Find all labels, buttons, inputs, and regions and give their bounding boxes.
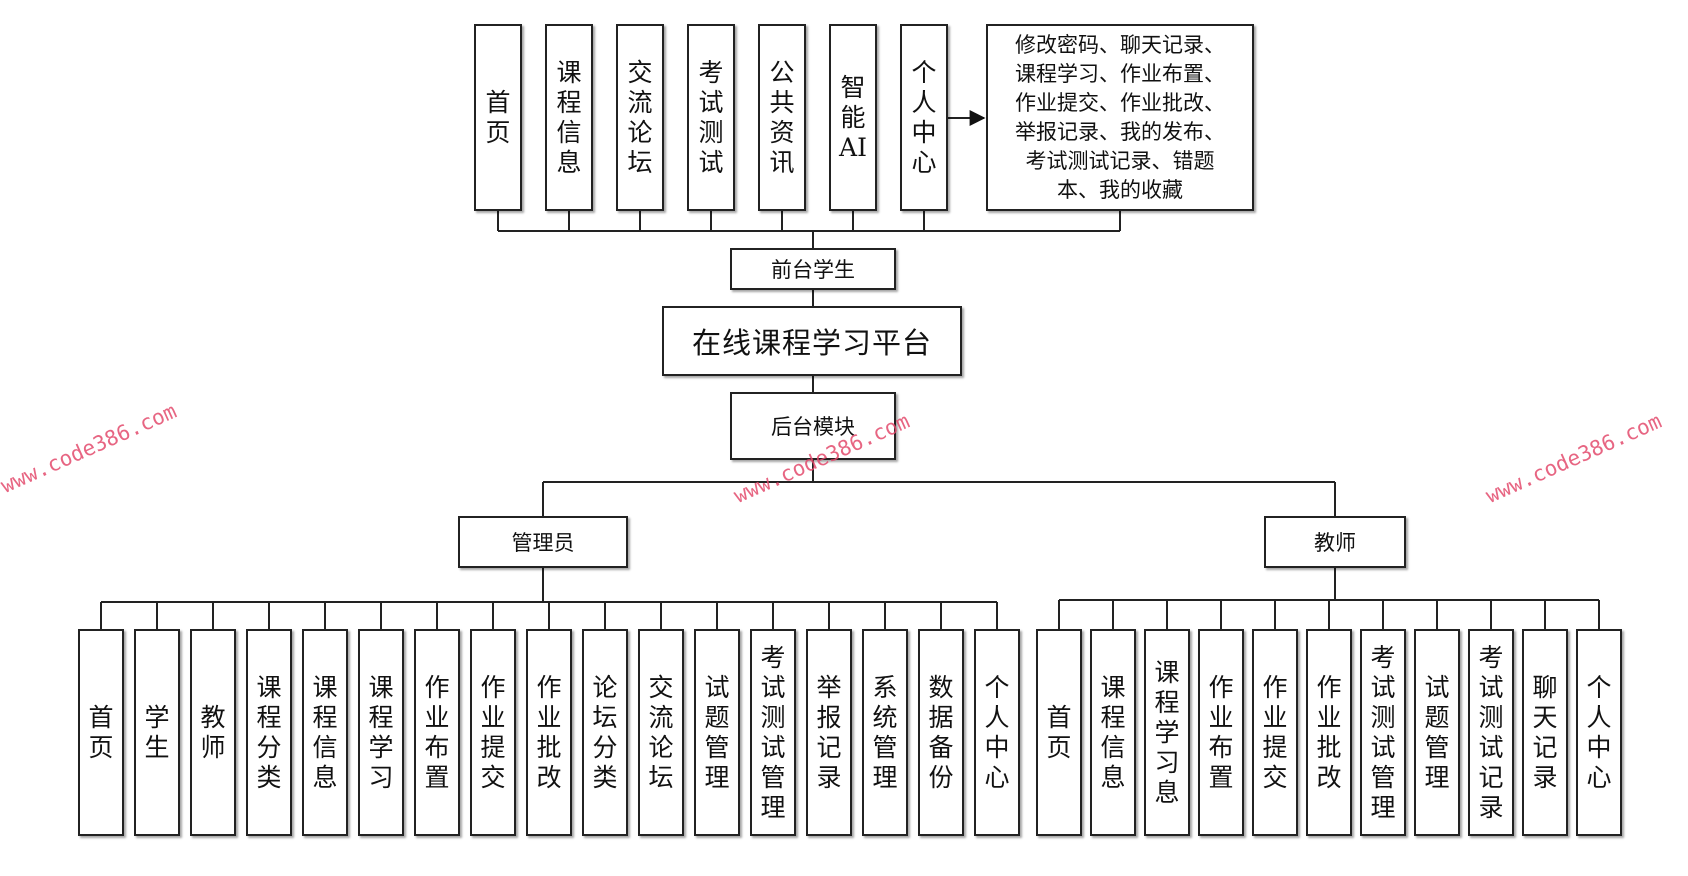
teacher-item-label: 作业布置 bbox=[1208, 672, 1234, 792]
teacher-item-course-study: 课程学习息 bbox=[1144, 629, 1190, 836]
admin-item-label: 论坛分类 bbox=[592, 672, 618, 792]
front-item-label: 个人中心 bbox=[911, 57, 937, 177]
teacher-item-label: 试题管理 bbox=[1424, 672, 1450, 792]
front-item-forum: 交流论坛 bbox=[616, 24, 664, 211]
personal-center-note: 修改密码、聊天记录、 课程学习、作业布置、 作业提交、作业批改、 举报记录、我的… bbox=[986, 24, 1254, 211]
admin-item-label: 举报记录 bbox=[816, 672, 842, 792]
admin-item-homework-grade: 作业批改 bbox=[526, 629, 572, 836]
front-item-personal: 个人中心 bbox=[900, 24, 948, 211]
admin-item-teachers: 教师 bbox=[190, 629, 236, 836]
admin-item-question-mgmt: 试题管理 bbox=[694, 629, 740, 836]
front-item-ai: 智能AI bbox=[829, 24, 877, 211]
admin-item-label: 教师 bbox=[200, 702, 226, 762]
front-item-news: 公共资讯 bbox=[758, 24, 806, 211]
teacher-item-label: 课程信息 bbox=[1100, 672, 1126, 792]
admin-item-label: 作业提交 bbox=[480, 672, 506, 792]
backend-module-box: 后台模块 bbox=[730, 392, 896, 460]
admin-item-label: 试题管理 bbox=[704, 672, 730, 792]
teacher-item-label: 个人中心 bbox=[1586, 672, 1612, 792]
admin-item-label: 作业布置 bbox=[424, 672, 450, 792]
teacher-item-label: 首页 bbox=[1046, 702, 1072, 762]
backend-module-label: 后台模块 bbox=[771, 415, 855, 439]
admin-item-course-study: 课程学习 bbox=[358, 629, 404, 836]
admin-item-label: 学生 bbox=[144, 702, 170, 762]
admin-item-label: 课程信息 bbox=[312, 672, 338, 792]
admin-box: 管理员 bbox=[458, 516, 628, 568]
teacher-item-chat-records: 聊天记录 bbox=[1522, 629, 1568, 836]
teacher-box: 教师 bbox=[1264, 516, 1406, 568]
teacher-item-homework-assign: 作业布置 bbox=[1198, 629, 1244, 836]
teacher-item-label: 作业提交 bbox=[1262, 672, 1288, 792]
front-item-home: 首页 bbox=[474, 24, 522, 211]
admin-item-label: 考试测试管理 bbox=[760, 642, 786, 822]
front-item-label: 公共资讯 bbox=[769, 57, 795, 177]
admin-item-course-category: 课程分类 bbox=[246, 629, 292, 836]
teacher-item-personal: 个人中心 bbox=[1576, 629, 1622, 836]
admin-item-course-info: 课程信息 bbox=[302, 629, 348, 836]
front-item-label: 首页 bbox=[485, 87, 511, 147]
personal-center-note-text: 修改密码、聊天记录、 课程学习、作业布置、 作业提交、作业批改、 举报记录、我的… bbox=[1015, 32, 1225, 202]
admin-item-forum: 交流论坛 bbox=[638, 629, 684, 836]
front-item-course-info: 课程信息 bbox=[545, 24, 593, 211]
admin-item-students: 学生 bbox=[134, 629, 180, 836]
admin-item-data-backup: 数据备份 bbox=[918, 629, 964, 836]
admin-item-label: 交流论坛 bbox=[648, 672, 674, 792]
admin-item-label: 课程学习 bbox=[368, 672, 394, 792]
teacher-item-home: 首页 bbox=[1036, 629, 1082, 836]
teacher-item-course-info: 课程信息 bbox=[1090, 629, 1136, 836]
teacher-item-homework-submit: 作业提交 bbox=[1252, 629, 1298, 836]
admin-label: 管理员 bbox=[511, 531, 575, 555]
teacher-item-exam-mgmt: 考试测试管理 bbox=[1360, 629, 1406, 836]
platform-title: 在线课程学习平台 bbox=[691, 326, 932, 360]
admin-item-forum-category: 论坛分类 bbox=[582, 629, 628, 836]
front-student-box: 前台学生 bbox=[730, 248, 896, 290]
front-item-label: 课程信息 bbox=[556, 57, 582, 177]
platform-title-box: 在线课程学习平台 bbox=[662, 306, 962, 376]
admin-item-report-records: 举报记录 bbox=[806, 629, 852, 836]
admin-item-label: 首页 bbox=[88, 702, 114, 762]
teacher-item-label: 考试测试管理 bbox=[1370, 642, 1396, 822]
front-item-exam: 考试测试 bbox=[687, 24, 735, 211]
front-item-label: 考试测试 bbox=[698, 57, 724, 177]
teacher-label: 教师 bbox=[1314, 531, 1356, 555]
admin-item-system-mgmt: 系统管理 bbox=[862, 629, 908, 836]
admin-item-label: 课程分类 bbox=[256, 672, 282, 792]
admin-item-homework-submit: 作业提交 bbox=[470, 629, 516, 836]
teacher-item-question-mgmt: 试题管理 bbox=[1414, 629, 1460, 836]
admin-item-exam-mgmt: 考试测试管理 bbox=[750, 629, 796, 836]
teacher-item-label: 作业批改 bbox=[1316, 672, 1342, 792]
admin-item-home: 首页 bbox=[78, 629, 124, 836]
teacher-item-label: 课程学习息 bbox=[1154, 657, 1180, 807]
admin-item-personal: 个人中心 bbox=[974, 629, 1020, 836]
admin-item-homework-assign: 作业布置 bbox=[414, 629, 460, 836]
teacher-item-label: 考试测试记录 bbox=[1478, 642, 1504, 822]
front-item-label: 智能AI bbox=[839, 72, 867, 162]
teacher-item-label: 聊天记录 bbox=[1532, 672, 1558, 792]
admin-item-label: 数据备份 bbox=[928, 672, 954, 792]
teacher-item-exam-records: 考试测试记录 bbox=[1468, 629, 1514, 836]
front-student-label: 前台学生 bbox=[771, 258, 855, 282]
admin-item-label: 个人中心 bbox=[984, 672, 1010, 792]
front-item-label: 交流论坛 bbox=[627, 57, 653, 177]
teacher-item-homework-grade: 作业批改 bbox=[1306, 629, 1352, 836]
admin-item-label: 系统管理 bbox=[872, 672, 898, 792]
admin-item-label: 作业批改 bbox=[536, 672, 562, 792]
